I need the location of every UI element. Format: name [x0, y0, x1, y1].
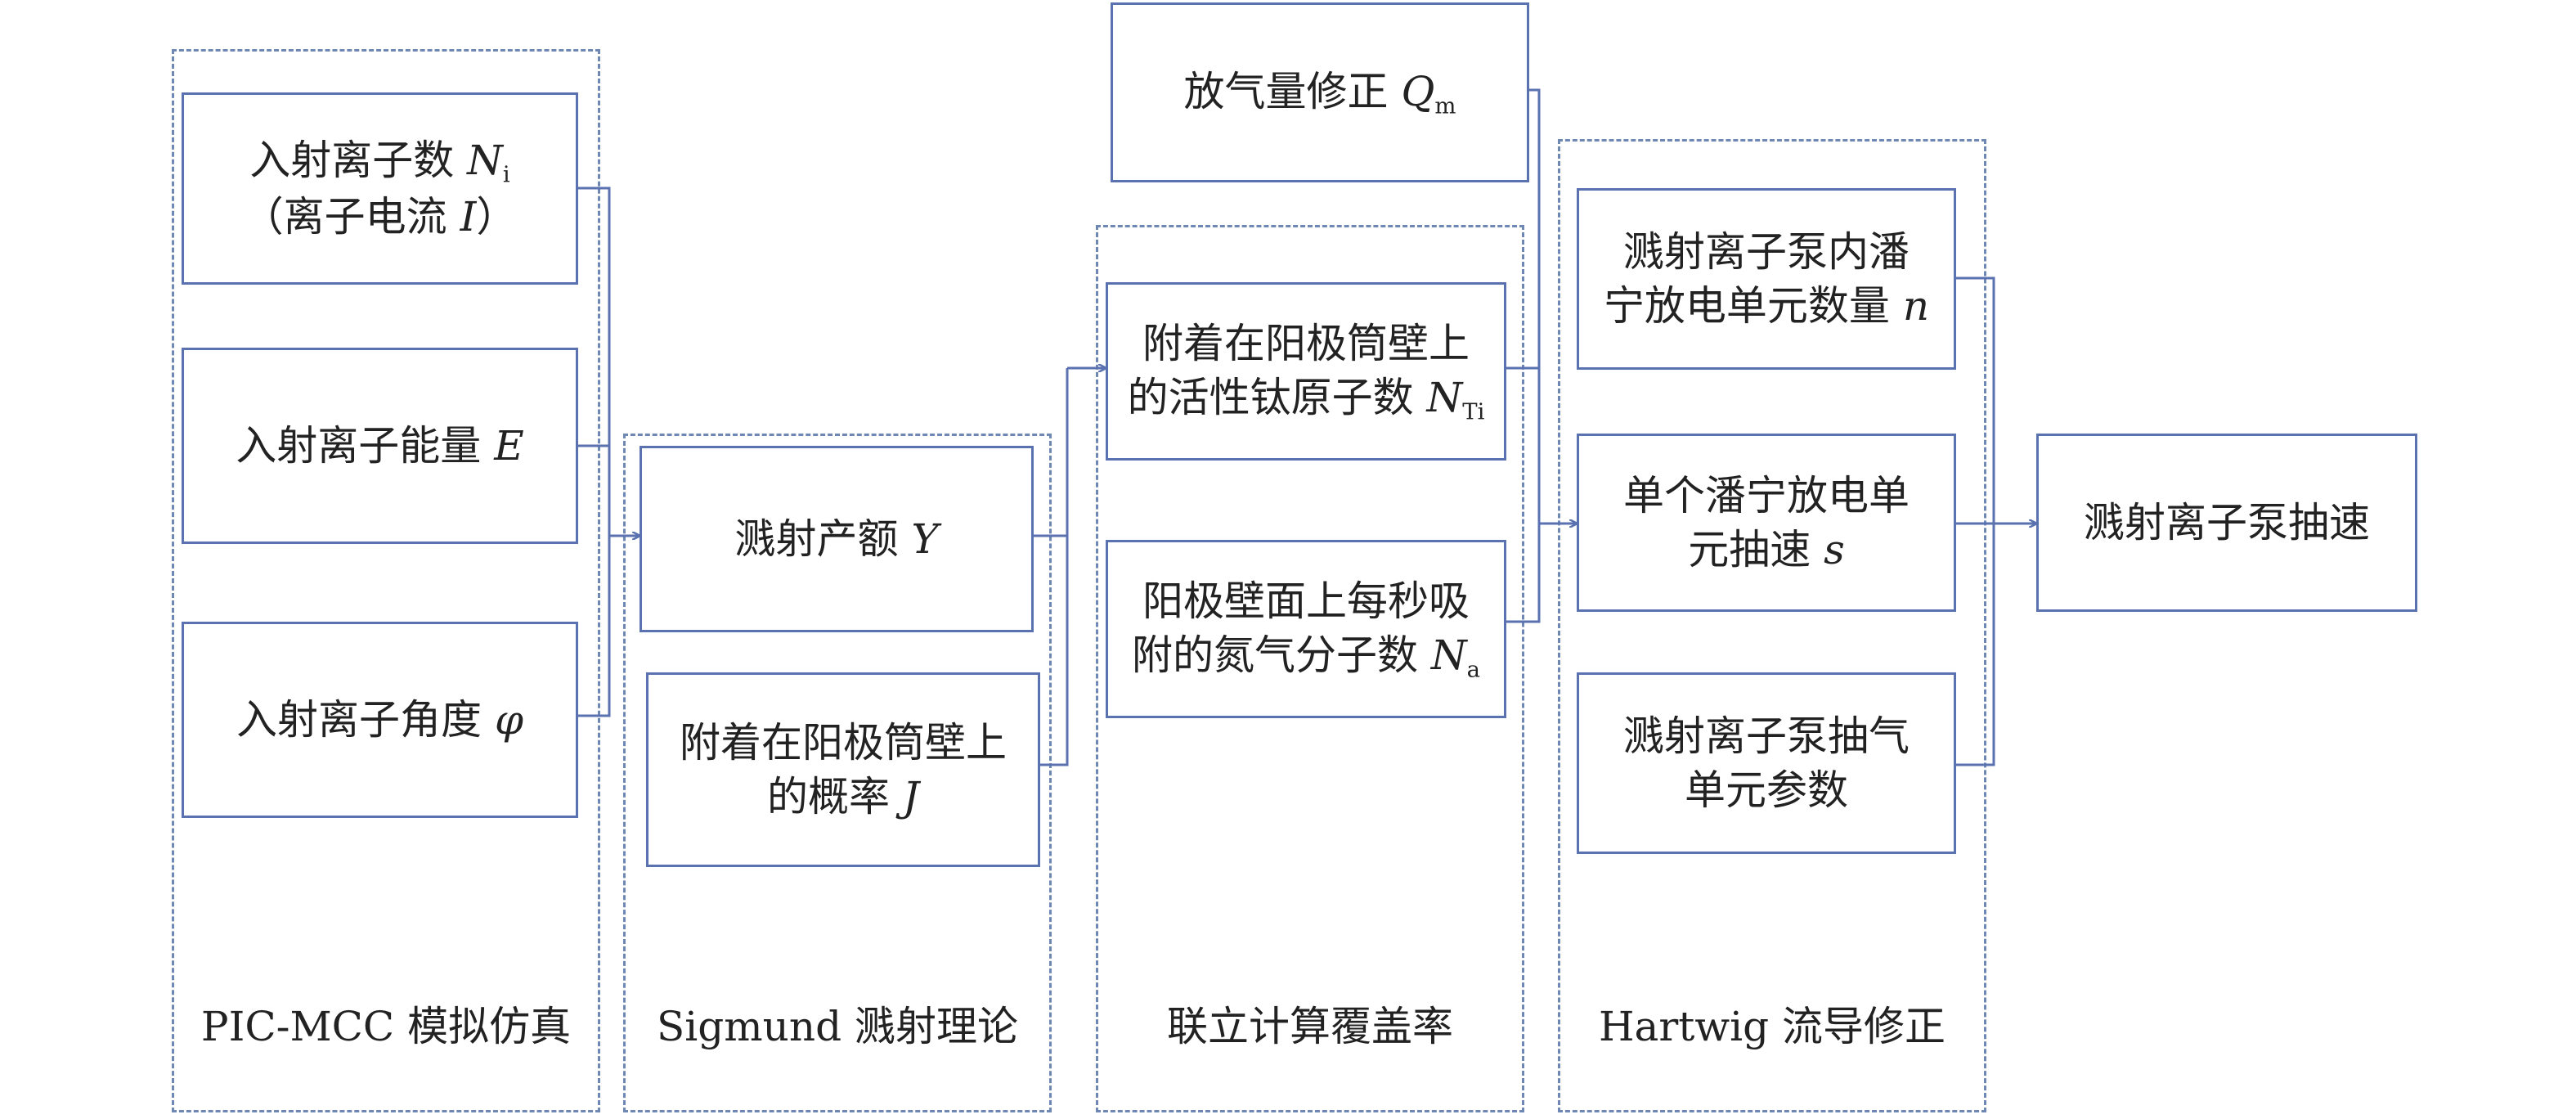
box-attach-probability: 附着在阳极筒壁上 的概率 J: [646, 672, 1040, 867]
wire-attach-prob: [1032, 368, 1069, 766]
group-joint: [1096, 225, 1524, 1112]
wire-pump-params: [1954, 524, 1995, 766]
group-pic-mcc: [172, 49, 600, 1112]
box-ions-count: 入射离子数 Ni （离子电流 I）: [182, 92, 578, 285]
group-label-joint: 联立计算覆盖率: [1167, 1003, 1453, 1050]
wire-ions-count: [577, 186, 611, 536]
box-pump-parameters: 溅射离子泵抽气 单元参数: [1577, 672, 1956, 854]
wire-ion-angle: [577, 536, 611, 717]
group-hartwig: [1558, 139, 1986, 1112]
group-label-sigmund: Sigmund 溅射理论: [657, 1003, 1018, 1050]
group-sigmund: [623, 434, 1052, 1112]
wire-n2: [1505, 524, 1541, 623]
box-cell-speed: 单个潘宁放电单 元抽速 s: [1577, 434, 1956, 612]
box-outgas-correction: 放气量修正 Qm: [1111, 2, 1529, 182]
wire-cell-count: [1954, 276, 1995, 524]
group-label-pic: PIC-MCC 模拟仿真: [200, 1003, 572, 1050]
box-pump-speed: 溅射离子泵抽速: [2036, 434, 2417, 612]
box-ion-energy: 入射离子能量 E: [182, 348, 578, 544]
box-sputter-yield: 溅射产额 Y: [640, 446, 1034, 632]
box-ti-atoms: 附着在阳极筒壁上 的活性钛原子数 NTi: [1106, 282, 1506, 461]
box-cell-count: 溅射离子泵内潘 宁放电单元数量 n: [1577, 188, 1956, 370]
box-ion-angle: 入射离子角度 φ: [182, 622, 578, 818]
group-label-hartwig: Hartwig 流导修正: [1598, 1003, 1946, 1050]
box-n2-molecules: 阳极壁面上每秒吸 附的氮气分子数 Na: [1106, 540, 1506, 718]
